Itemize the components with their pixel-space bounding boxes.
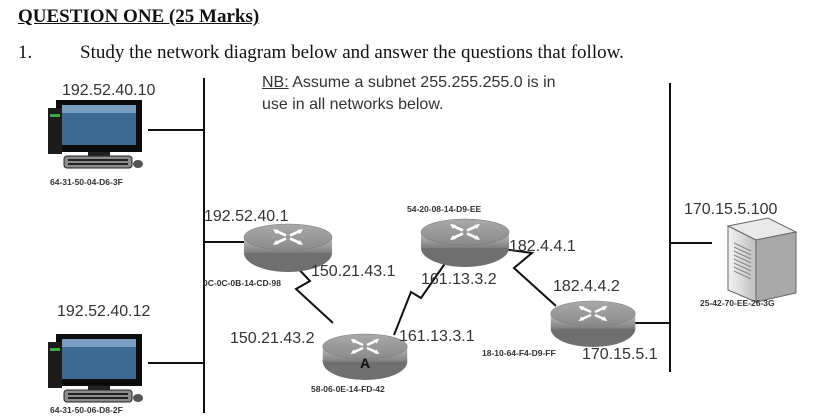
pc-icon	[48, 333, 144, 403]
router-left-mac: 0C-0C-0B-14-CD-98	[203, 278, 281, 288]
router-icon	[420, 218, 510, 268]
question-number: 1.	[18, 42, 33, 63]
note-line1: Assume a subnet 255.255.255.0 is in	[288, 74, 556, 91]
router-a-mac: 58-06-0E-14-FD-42	[311, 384, 385, 394]
router-right-left-ip: 182.4.4.2	[553, 278, 620, 295]
router-a-label: A	[360, 355, 370, 371]
router-top-left-ip: 161.13.3.2	[421, 271, 497, 288]
subnet-note: NB: Assume a subnet 255.255.255.0 is in …	[262, 72, 556, 116]
server-icon	[726, 217, 798, 303]
pc2-mac: 64-31-50-06-D8-2F	[50, 405, 123, 415]
network-links	[148, 78, 712, 413]
serial-link-top-right	[501, 248, 557, 307]
serial-link-a-top	[393, 261, 447, 336]
pc1-mac: 64-31-50-04-D6-3F	[50, 177, 123, 187]
router-left-lan-ip: 192.52.40.1	[204, 208, 289, 225]
note-prefix: NB:	[262, 74, 289, 91]
router-top-right-ip: 182.4.4.1	[509, 238, 576, 255]
pc2-ip: 192.52.40.12	[57, 303, 151, 320]
router-top-mac: 54-20-08-14-D9-EE	[407, 204, 482, 214]
note-line2: use in all networks below.	[262, 96, 444, 113]
question-text: Study the network diagram below and answ…	[80, 42, 624, 63]
question-title: QUESTION ONE (25 Marks)	[18, 6, 260, 27]
pc1-ip: 192.52.40.10	[62, 82, 156, 99]
router-a-right-ip: 161.13.3.1	[399, 328, 475, 345]
router-a-left-ip: 150.21.43.2	[230, 330, 315, 347]
router-icon	[549, 300, 637, 348]
pc-icon	[48, 99, 144, 169]
router-right-mac: 18-10-64-F4-D9-FF	[482, 348, 556, 358]
server-mac: 25-42-70-EE-26-3G	[700, 298, 775, 308]
server-ip: 170.15.5.100	[684, 201, 778, 218]
router-left-wan-ip: 150.21.43.1	[311, 263, 396, 280]
router-right-lan-ip: 170.15.5.1	[582, 346, 658, 363]
